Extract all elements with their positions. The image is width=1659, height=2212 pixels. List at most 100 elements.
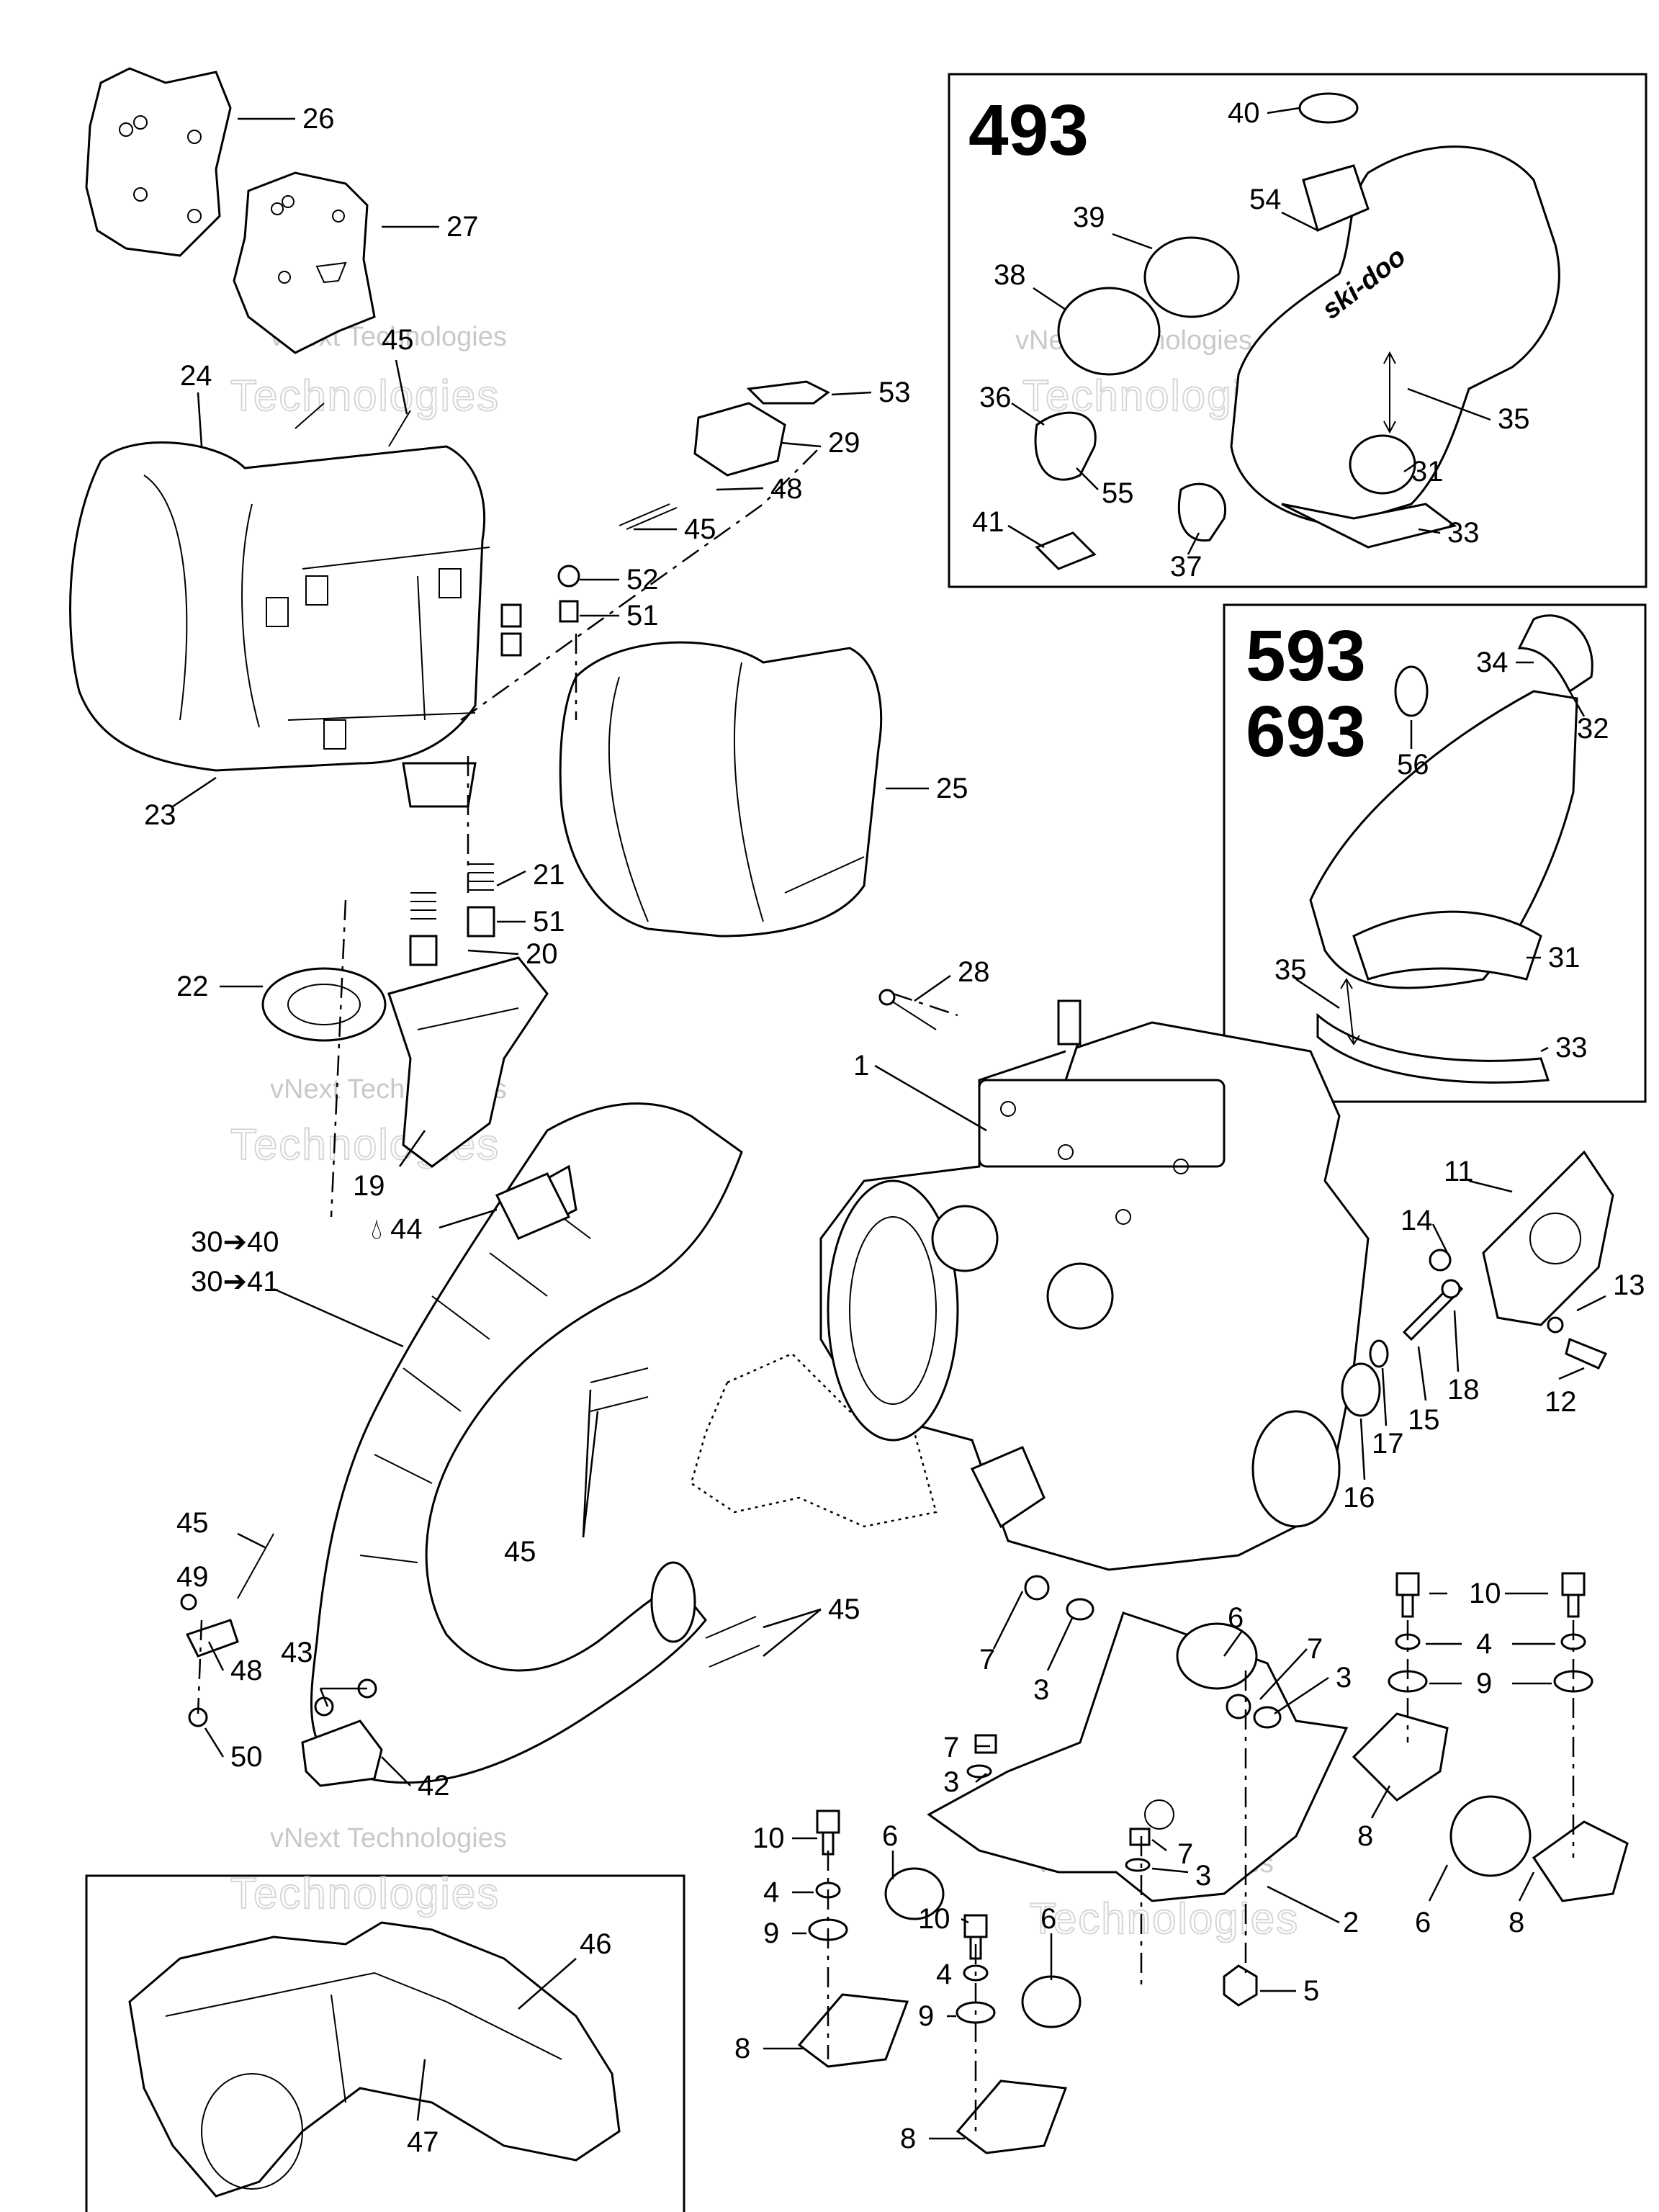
callout-6: 6 — [1415, 1907, 1431, 1938]
tuned-pipe-35 — [1230, 145, 1560, 527]
callout-52: 52 — [626, 564, 659, 595]
washer-3 — [966, 1598, 1282, 1872]
washer-51 — [559, 600, 579, 623]
callout-15: 15 — [1408, 1404, 1440, 1436]
bracket-11 — [1482, 1150, 1614, 1326]
nut-7 — [974, 1575, 1251, 1846]
callout-51: 51 — [533, 906, 565, 938]
callout-7: 7 — [979, 1644, 995, 1676]
engine-mount-2 — [927, 1611, 1349, 1902]
damper-16 — [1341, 1362, 1381, 1417]
callout-14: 14 — [1401, 1205, 1433, 1236]
callout-30-41: 30➔41 — [191, 1266, 279, 1298]
callout-10: 10 — [918, 1903, 950, 1935]
callout-11: 11 — [1444, 1156, 1474, 1187]
callout-8: 8 — [900, 2123, 916, 2154]
callout-3: 3 — [1195, 1860, 1211, 1892]
gasket-27 — [233, 171, 376, 354]
inset-box-493 — [948, 73, 1647, 588]
watermark-outline: Technologies — [230, 1869, 500, 1917]
callout-12: 12 — [1545, 1386, 1577, 1418]
callout-39: 39 — [1073, 202, 1105, 233]
pipe-44 — [495, 1172, 571, 1240]
callout-9: 9 — [763, 1917, 779, 1949]
callout-45: 45 — [828, 1593, 860, 1625]
callout-45: 45 — [382, 324, 414, 356]
callout-45: 45 — [176, 1507, 209, 1539]
clamp-40 — [1298, 92, 1359, 124]
callout-26: 26 — [302, 103, 335, 135]
pad-41 — [1035, 531, 1097, 570]
callout-3: 3 — [1033, 1674, 1049, 1706]
callout-9: 9 — [1476, 1668, 1492, 1699]
callout-40: 40 — [1228, 97, 1260, 129]
callout-29: 29 — [828, 427, 860, 459]
callout-21: 21 — [533, 859, 565, 891]
callout-7: 7 — [1307, 1633, 1323, 1665]
callout-49: 49 — [176, 1561, 209, 1593]
inset-box-belly-pan — [85, 1874, 685, 2212]
callout-10: 10 — [1469, 1578, 1501, 1609]
clamp-37 — [1177, 482, 1226, 542]
callout-45: 45 — [684, 513, 716, 545]
callout-13: 13 — [1613, 1269, 1645, 1301]
callout-44: 💧︎ 44 — [371, 1213, 423, 1245]
air-silencer-24 — [69, 441, 486, 772]
callout-54: 54 — [1249, 184, 1282, 215]
callout-3: 3 — [1336, 1662, 1352, 1694]
washer-17 — [1369, 1339, 1389, 1368]
spring-21 — [410, 863, 494, 920]
clamp-39 — [1143, 236, 1240, 318]
callout-56: 56 — [1397, 749, 1429, 781]
callout-20: 20 — [526, 938, 558, 970]
callout-5: 5 — [1303, 1975, 1319, 2007]
callout-2: 2 — [1343, 1907, 1359, 1938]
callout-9: 9 — [918, 2000, 934, 2032]
callout-25: 25 — [936, 773, 968, 804]
callout-31: 31 — [1548, 942, 1581, 974]
callout-53: 53 — [878, 377, 911, 408]
watermark-text: vNext Technologies — [270, 1823, 507, 1853]
clamp-56 — [1394, 665, 1429, 717]
callout-51: 51 — [626, 600, 659, 631]
spring-45 — [237, 403, 760, 1668]
callout-28: 28 — [958, 956, 990, 988]
assembly-lines — [197, 446, 1575, 2131]
callout-8: 8 — [1357, 1820, 1373, 1852]
callout-23: 23 — [144, 799, 176, 831]
nut-52 — [557, 565, 580, 588]
callout-6: 6 — [1040, 1903, 1056, 1935]
bracket-42 — [301, 1719, 383, 1787]
callout-19: 19 — [353, 1170, 385, 1202]
callout-10: 10 — [752, 1822, 785, 1854]
callout-45: 45 — [504, 1536, 536, 1568]
callout-8: 8 — [734, 2033, 750, 2064]
callout-32: 32 — [1577, 713, 1609, 745]
callout-8: 8 — [1509, 1907, 1524, 1938]
callout-24: 24 — [180, 360, 212, 392]
callout-35: 35 — [1498, 403, 1530, 435]
clamp-38 — [1057, 287, 1161, 376]
heat-shield-33 — [1316, 1012, 1550, 1084]
callout-6: 6 — [1228, 1602, 1244, 1634]
callout-4: 4 — [1476, 1628, 1492, 1660]
callout-48: 48 — [230, 1655, 263, 1686]
callout-16: 16 — [1343, 1482, 1375, 1514]
callout-38: 38 — [994, 259, 1026, 291]
gasket-26 — [85, 67, 232, 257]
callout-34: 34 — [1476, 647, 1509, 678]
callout-35: 35 — [1274, 954, 1307, 986]
bolt-10 — [816, 1572, 1586, 1960]
inset-title-593: 593 — [1246, 616, 1366, 696]
callout-36: 36 — [979, 382, 1012, 413]
clamp-32 — [1517, 614, 1593, 693]
callout-43: 43 — [281, 1637, 313, 1668]
bracket-29 — [693, 402, 786, 477]
inset-title-493: 493 — [968, 90, 1089, 171]
callout-37: 37 — [1170, 551, 1202, 583]
callout-4: 4 — [763, 1876, 779, 1908]
callout-42: 42 — [418, 1770, 450, 1802]
washer-9 — [808, 1670, 1593, 2024]
tuned-pipe-593 — [1309, 690, 1578, 989]
callout-17: 17 — [1372, 1428, 1404, 1460]
